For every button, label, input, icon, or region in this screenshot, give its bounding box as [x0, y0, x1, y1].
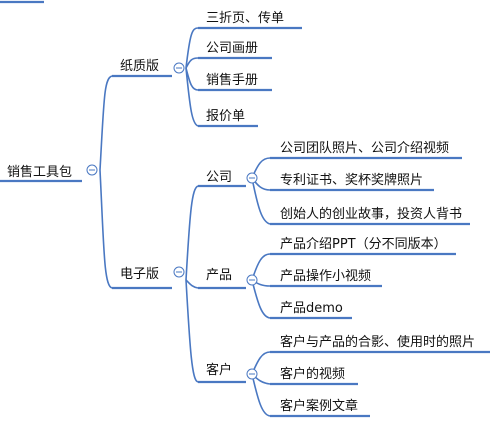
customer-collapse-toggle[interactable]	[246, 368, 258, 380]
leaf-label: 三折页、传单	[206, 11, 284, 26]
connector-product-leaf-3	[251, 279, 271, 319]
connector-digital-company	[185, 185, 199, 281]
connector-root-paper	[99, 75, 113, 171]
root-node-label: 销售工具包	[7, 164, 72, 180]
node-customer-leaf-2[interactable]: 客户的视频	[270, 366, 358, 386]
node-paper-leaf-1[interactable]: 三折页、传单	[198, 11, 302, 30]
node-customer[interactable]: 客户	[198, 362, 246, 384]
node-paper[interactable]: 纸质版	[112, 59, 172, 78]
connector-company-leaf-3	[251, 177, 271, 225]
connector-paper-leaf-2	[185, 57, 199, 69]
company-collapse-toggle[interactable]	[246, 172, 258, 184]
node-paper-leaf-3[interactable]: 销售手册	[198, 72, 272, 92]
product-collapse-toggle[interactable]	[246, 274, 258, 286]
node-digital[interactable]: 电子版	[112, 267, 172, 290]
node-paper-leaf-4[interactable]: 报价单	[198, 109, 258, 128]
leaf-label: 客户与产品的合影、使用时的照片	[280, 334, 475, 350]
leaf-label: 创始人的创业故事，投资人背书	[280, 206, 462, 222]
node-company-leaf-1[interactable]: 公司团队照片、公司介绍视频	[270, 141, 462, 160]
node-product-label: 产品	[206, 268, 232, 283]
node-digital-label: 电子版	[120, 267, 159, 282]
node-product-leaf-3[interactable]: 产品demo	[270, 301, 352, 320]
node-paper-leaf-2[interactable]: 公司画册	[198, 41, 272, 60]
leaf-label: 公司团队照片、公司介绍视频	[280, 141, 449, 156]
leaf-label: 销售手册	[206, 72, 258, 88]
node-customer-label: 客户	[206, 362, 232, 378]
connector-customer-leaf-3	[251, 373, 271, 417]
node-product-leaf-1[interactable]: 产品介绍PPT（分不同版本）	[270, 237, 456, 256]
node-company-label: 公司	[206, 170, 232, 185]
connector-digital-customer	[185, 279, 199, 383]
leaf-label: 客户的视频	[280, 366, 345, 382]
node-company-leaf-3[interactable]: 创始人的创业故事，投资人背书	[270, 206, 470, 226]
node-paper-label: 纸质版	[120, 59, 159, 74]
leaf-label: 公司画册	[206, 41, 258, 56]
connector-paper-leaf-4	[185, 67, 199, 127]
leaf-label: 产品介绍PPT（分不同版本）	[280, 237, 447, 252]
node-customer-leaf-1[interactable]: 客户与产品的合影、使用时的照片	[270, 334, 490, 354]
root-node[interactable]: 销售工具包	[0, 164, 82, 183]
leaf-label: 客户案例文章	[280, 398, 358, 414]
leaf-label: 报价单	[206, 109, 245, 124]
node-product[interactable]: 产品	[198, 268, 246, 290]
leaf-label: 产品demo	[280, 301, 343, 316]
node-company[interactable]: 公司	[198, 170, 246, 188]
leaf-label: 产品操作小视频	[280, 268, 371, 284]
connector-digital-product	[185, 279, 199, 289]
node-customer-leaf-3[interactable]: 客户案例文章	[270, 398, 370, 418]
connector-paper-leaf-1	[185, 27, 199, 69]
connector-root-digital	[99, 169, 113, 289]
node-company-leaf-2[interactable]: 专利证书、奖杯奖牌照片	[270, 172, 434, 192]
paper-collapse-toggle[interactable]	[173, 62, 185, 74]
node-product-leaf-2[interactable]: 产品操作小视频	[270, 268, 382, 288]
digital-collapse-toggle[interactable]	[173, 266, 185, 278]
root-collapse-toggle[interactable]	[86, 164, 98, 176]
leaf-label: 专利证书、奖杯奖牌照片	[280, 172, 423, 188]
